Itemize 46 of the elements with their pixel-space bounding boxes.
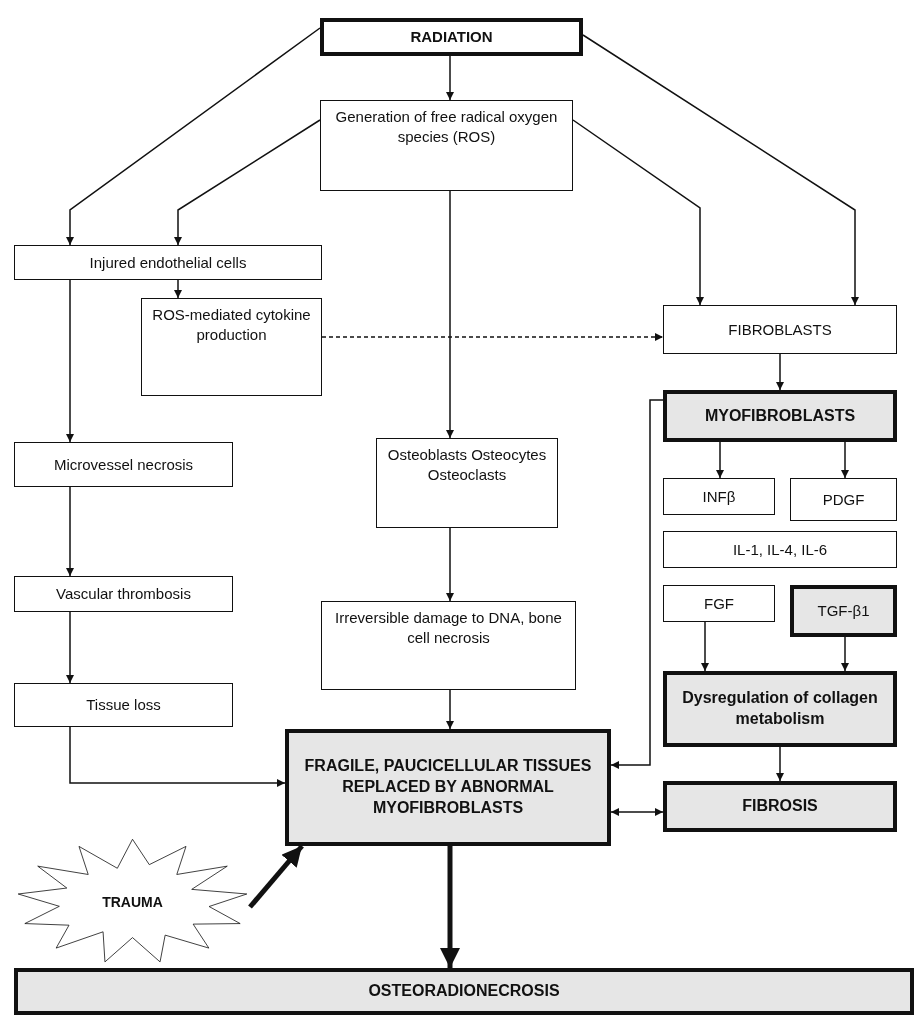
process-box: Osteoblasts Osteocytes Osteoclasts [376,438,558,528]
arrow [174,119,321,246]
arrow [66,27,321,246]
process-box: Microvessel necrosis [14,442,233,487]
arrow [716,441,724,479]
arrow [440,846,460,968]
arrow [69,726,286,787]
arrow [446,689,454,730]
process-box: Irreversible damage to DNA, bone cell necrosis [321,601,576,690]
arrow [841,441,849,479]
arrow [66,611,74,684]
process-box: Tissue loss [14,683,233,727]
process-box: Vascular thrombosis [14,576,233,612]
process-box: PDGF [790,478,897,521]
process-box: FIBROSIS [663,781,897,832]
arrow [446,527,454,602]
arrow [841,636,849,672]
process-box: FRAGILE, PAUCICELLULAR TISSUES REPLACED BY ABNORMAL MYOFIBROBLASTS [285,729,611,846]
arrow [776,353,784,391]
arrow [66,486,74,577]
process-box: RADIATION [320,18,583,56]
process-box: ROS-mediated cytokine production [141,298,322,396]
starburst-shape [15,838,250,965]
node-label: TRAUMA [102,893,163,910]
process-box: INFβ [663,478,775,515]
process-box: Generation of free radical oxygen species (ROS) [320,100,573,191]
arrow [776,746,784,782]
arrow [446,190,454,439]
process-box: TGF-β1 [790,585,897,637]
arrow [572,119,704,306]
process-box: Dysregulation of collagen metabolism [663,671,897,747]
arrow [174,279,182,299]
arrow [446,55,454,101]
arrow [610,399,664,769]
process-box: OSTEORADIONECROSIS [14,968,914,1015]
arrow [248,844,304,909]
arrow [321,333,664,341]
process-box: FIBROBLASTS [663,305,897,354]
arrow [610,808,664,816]
process-box: MYOFIBROBLASTS [663,390,897,442]
arrow [66,279,74,443]
arrow [701,621,709,672]
process-box: FGF [663,585,775,622]
process-box: IL-1, IL-4, IL-6 [663,531,897,568]
arrow [582,34,859,306]
process-box: Injured endothelial cells [14,245,322,280]
